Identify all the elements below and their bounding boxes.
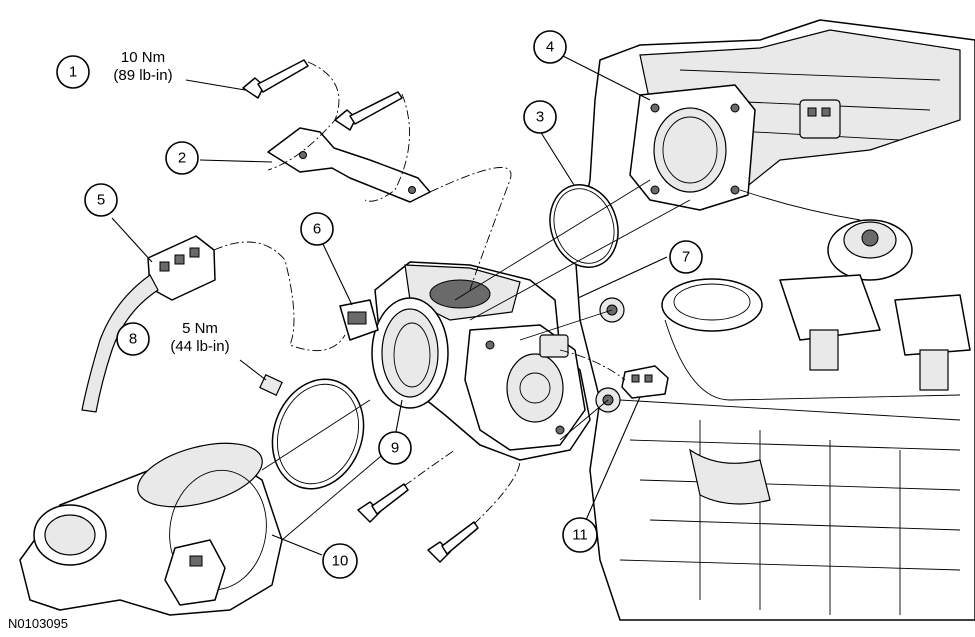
callout-3: 3 bbox=[523, 100, 557, 134]
callout-2-number: 2 bbox=[178, 150, 186, 167]
callout-7-number: 7 bbox=[682, 249, 690, 266]
callout-11: 11 bbox=[562, 517, 598, 553]
callout-1-number: 1 bbox=[69, 64, 77, 81]
engine-assembly bbox=[574, 19, 975, 621]
mounting-bracket bbox=[267, 127, 431, 203]
callout-leaders bbox=[111, 55, 668, 556]
throttle-body bbox=[339, 261, 591, 461]
callout-3-number: 3 bbox=[536, 109, 544, 126]
callout-5-number: 5 bbox=[97, 192, 105, 209]
harness-connector bbox=[81, 235, 216, 413]
callout-2: 2 bbox=[165, 141, 199, 175]
callout-6: 6 bbox=[300, 212, 334, 246]
callout-1-torque-metric: 10 Nm bbox=[121, 49, 165, 66]
callout-9-number: 9 bbox=[391, 440, 399, 457]
callout-9: 9 bbox=[378, 431, 412, 465]
callout-1: 1 10 Nm (89 lb-in) bbox=[56, 49, 173, 89]
gasket-ring bbox=[549, 184, 619, 268]
callout-6-number: 6 bbox=[313, 221, 321, 238]
callout-7: 7 bbox=[669, 240, 703, 274]
figure-id: N0103095 bbox=[8, 616, 68, 631]
alignment-lines bbox=[213, 61, 691, 541]
bolt-lower-1 bbox=[357, 483, 409, 523]
callout-8-torque-imperial: (44 lb-in) bbox=[170, 338, 229, 355]
bolt-upper-2 bbox=[334, 91, 403, 131]
air-inlet-duct bbox=[19, 442, 283, 616]
callout-8-number: 8 bbox=[129, 331, 137, 348]
callout-1-torque-imperial: (89 lb-in) bbox=[113, 67, 172, 84]
callout-5: 5 bbox=[84, 183, 118, 217]
callout-4-number: 4 bbox=[546, 39, 554, 56]
callout-10-number: 10 bbox=[332, 553, 349, 570]
callout-8: 8 5 Nm (44 lb-in) bbox=[116, 320, 230, 356]
bolt-lower-2 bbox=[427, 521, 479, 563]
callout-11-number: 11 bbox=[572, 527, 588, 544]
callout-8-torque-metric: 5 Nm bbox=[182, 320, 218, 337]
bolt-upper-1 bbox=[242, 59, 309, 99]
callout-4: 4 bbox=[533, 30, 567, 64]
callout-10: 10 bbox=[322, 543, 358, 579]
